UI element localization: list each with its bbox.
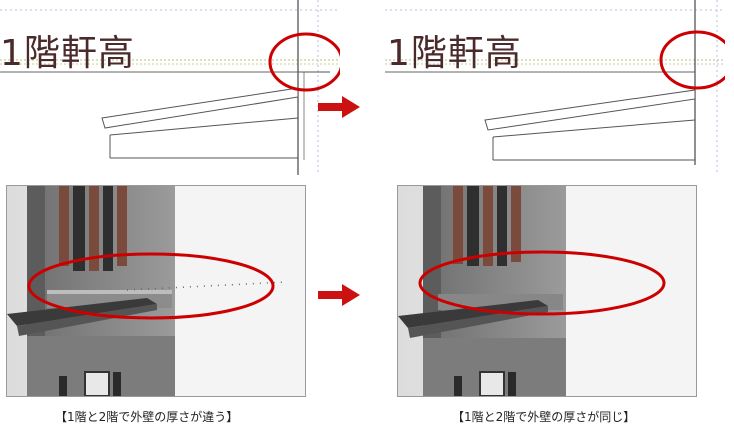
- eave-height-label-left: 1階軒高: [0, 33, 135, 74]
- caption-left: 【1階と2階で外壁の厚さが違う】: [55, 410, 239, 424]
- cad-elevation-right: 1階軒高: [385, 0, 725, 175]
- arrow-right-icon-top: [318, 96, 360, 118]
- cad-drawing-right: [385, 0, 725, 175]
- eave-height-label-right: 1階軒高: [387, 33, 522, 74]
- cad-elevation-left: 1階軒高: [0, 0, 340, 175]
- render-view-left: [6, 185, 306, 397]
- render-view-right: [397, 185, 697, 397]
- building-render-left: [7, 186, 305, 396]
- cad-drawing-left: [0, 0, 340, 175]
- arrow-right-icon-bottom: [318, 284, 360, 306]
- caption-right: 【1階と2階で外壁の厚さが同じ】: [452, 410, 636, 424]
- building-render-right: [398, 186, 696, 396]
